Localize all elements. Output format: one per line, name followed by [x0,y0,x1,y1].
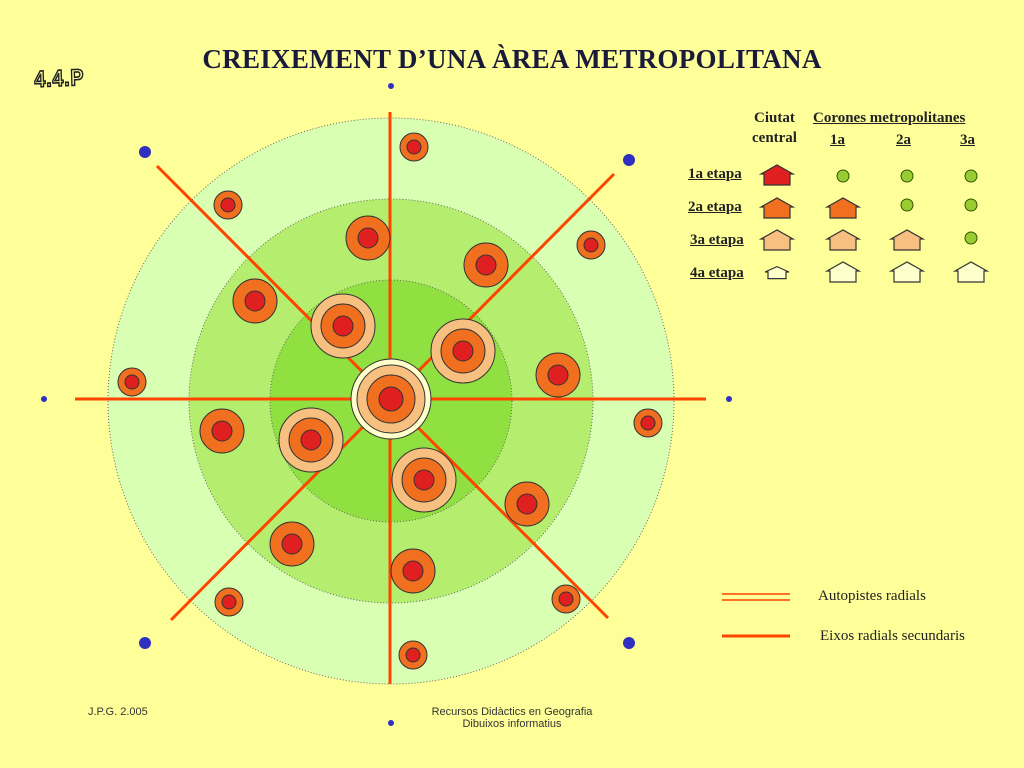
house-ring2-stage4 [888,261,926,283]
third-ring-town [551,584,581,614]
first-ring-town [278,407,344,473]
third-ring-town [117,367,147,397]
legend-rings-header: Corones metropolitanes [813,110,966,126]
footer-author: J.P.G. 2.005 [88,706,148,718]
legend-stage-1: 1a etapa [688,166,742,182]
house-ring3-stage4 [952,261,990,283]
green-dot [964,198,978,212]
house-central-stage4 [764,265,790,280]
second-ring-town [345,215,391,261]
legend-central-label-1: Ciutat [754,110,795,126]
house-ring1-stage4 [824,261,862,283]
second-ring-town [269,521,315,567]
legend-central-label-2: central [752,130,797,146]
central-city [350,358,432,440]
footer-credit-line-1: Recursos Didàctics en Geografia [431,706,593,718]
settlements [117,132,663,670]
legend-stage-3: 3a etapa [690,232,744,248]
third-ring-town [398,640,428,670]
marker-dot [726,396,732,402]
legend-stage-4: 4a etapa [690,265,744,281]
house-ring2-stage3 [888,229,926,251]
house-central-stage3 [758,229,796,251]
first-ring-town [391,447,457,513]
axis-end-markers [41,83,732,726]
second-ring-town [199,408,245,454]
third-ring-town [633,408,663,438]
legend-stage-2: 2a etapa [688,199,742,215]
first-ring-town [310,293,376,359]
marker-dot [623,637,635,649]
marker-dot [623,154,635,166]
legend-ring-label-1: 1a [830,132,845,148]
green-dot [964,169,978,183]
marker-dot [139,146,151,158]
legend-ring-label-3: 3a [960,132,975,148]
green-dot [900,169,914,183]
page-title: CREIXEMENT D’UNA ÀREA METROPOLITANA [202,44,822,74]
house-central-stage2 [758,197,796,219]
green-dot [836,169,850,183]
second-ring-town [463,242,509,288]
footer-credit-line-2: Dibuixos informatius [462,718,562,730]
third-ring-town [214,587,244,617]
house-central-stage1 [758,164,796,186]
highway-legend-symbol [722,593,790,601]
third-ring-town [213,190,243,220]
second-ring-town [504,481,550,527]
second-ring-town [390,548,436,594]
green-dot [964,231,978,245]
marker-dot [388,83,394,89]
footer-credit: Recursos Didàctics en Geografia Dibuixos… [402,706,622,730]
third-ring-town [576,230,606,260]
third-ring-town [399,132,429,162]
legend-houses [758,164,990,283]
marker-dot [41,396,47,402]
house-ring1-stage3 [824,229,862,251]
second-ring-town [535,352,581,398]
marker-dot [388,720,394,726]
legend-ring-label-2: 2a [896,132,911,148]
legend-highways-label: Autopistes radials [818,588,926,604]
second-ring-town [232,278,278,324]
marker-dot [139,637,151,649]
green-dot [900,198,914,212]
first-ring-town [430,318,496,384]
legend-secondary-axes-label: Eixos radials secundaris [820,628,965,644]
house-ring1-stage2 [824,197,862,219]
legend-green-dots [836,169,978,245]
